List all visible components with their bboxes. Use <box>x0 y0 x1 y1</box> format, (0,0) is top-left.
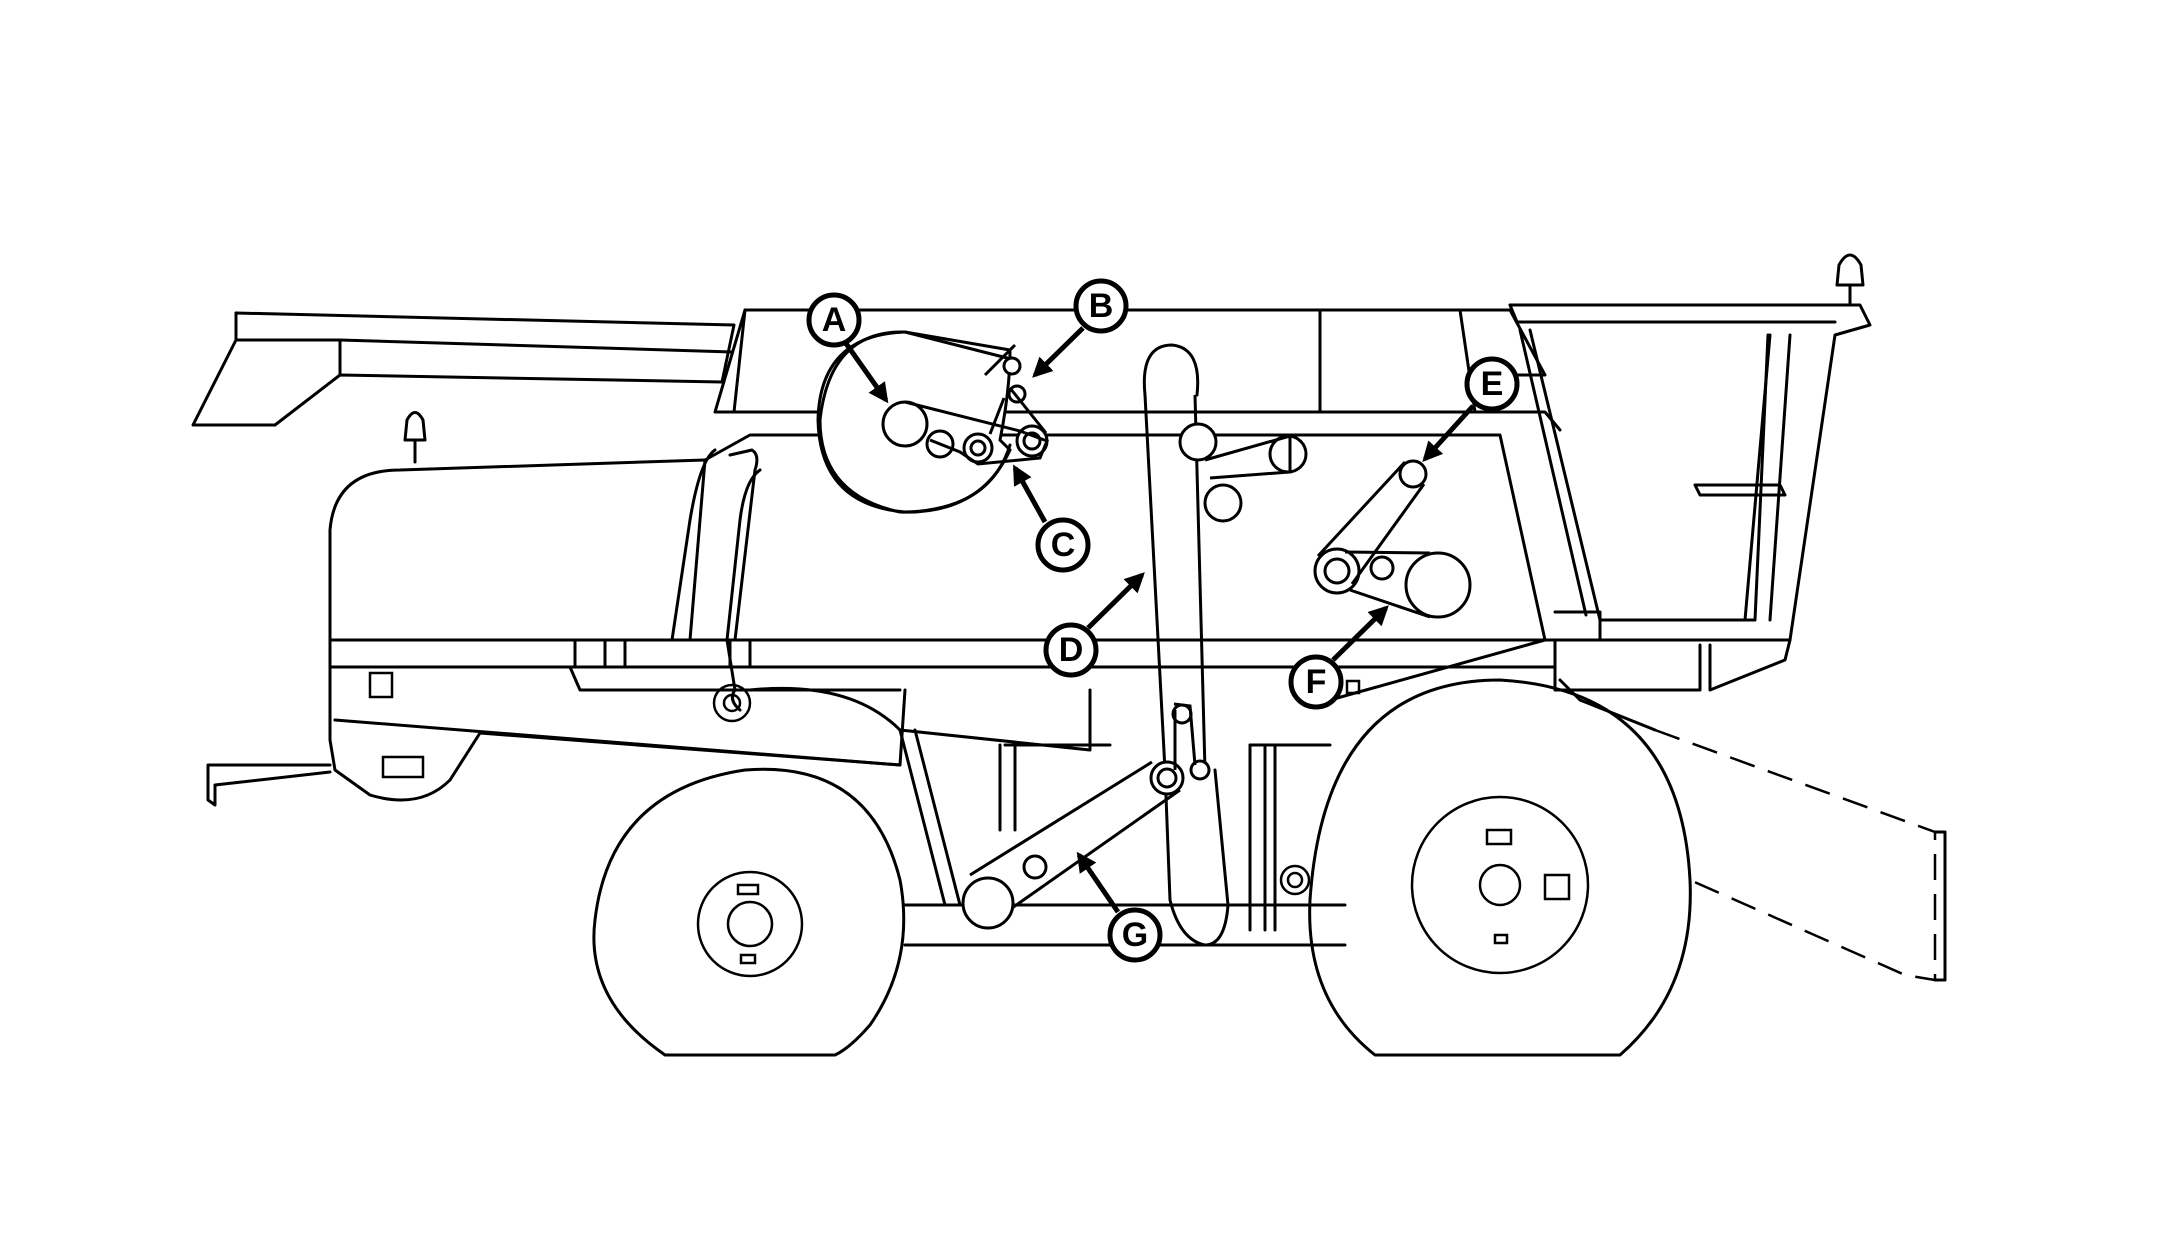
belt-drive-lower <box>961 760 1181 930</box>
callout-g: G <box>1076 851 1163 963</box>
front-wheel <box>1308 678 1692 1057</box>
callout-label-d: D <box>1059 631 1084 669</box>
callout-label-c: C <box>1051 526 1076 564</box>
belt-drive-upper-left <box>816 330 1049 514</box>
callout-label-b: B <box>1089 287 1114 325</box>
callout-c: C <box>1012 464 1091 573</box>
header-outline-dashed <box>1558 678 1947 982</box>
unloading-auger <box>191 311 736 427</box>
callout-e: E <box>1422 356 1520 462</box>
engine-hood <box>328 411 1547 712</box>
callout-a: A <box>806 292 889 404</box>
main-frame <box>206 638 1557 807</box>
callout-d: D <box>1043 572 1145 678</box>
operator-cab <box>1508 253 1872 692</box>
callout-b: B <box>1032 278 1129 378</box>
callout-label-a: A <box>822 301 847 339</box>
rear-wheel <box>592 767 906 1057</box>
belt-drive-vertical <box>1142 343 1308 947</box>
callout-label-g: G <box>1122 916 1148 954</box>
belt-drive-right <box>1313 459 1472 619</box>
callout-label-f: F <box>1306 663 1327 701</box>
callout-f: F <box>1288 605 1389 710</box>
callout-label-e: E <box>1481 365 1504 403</box>
